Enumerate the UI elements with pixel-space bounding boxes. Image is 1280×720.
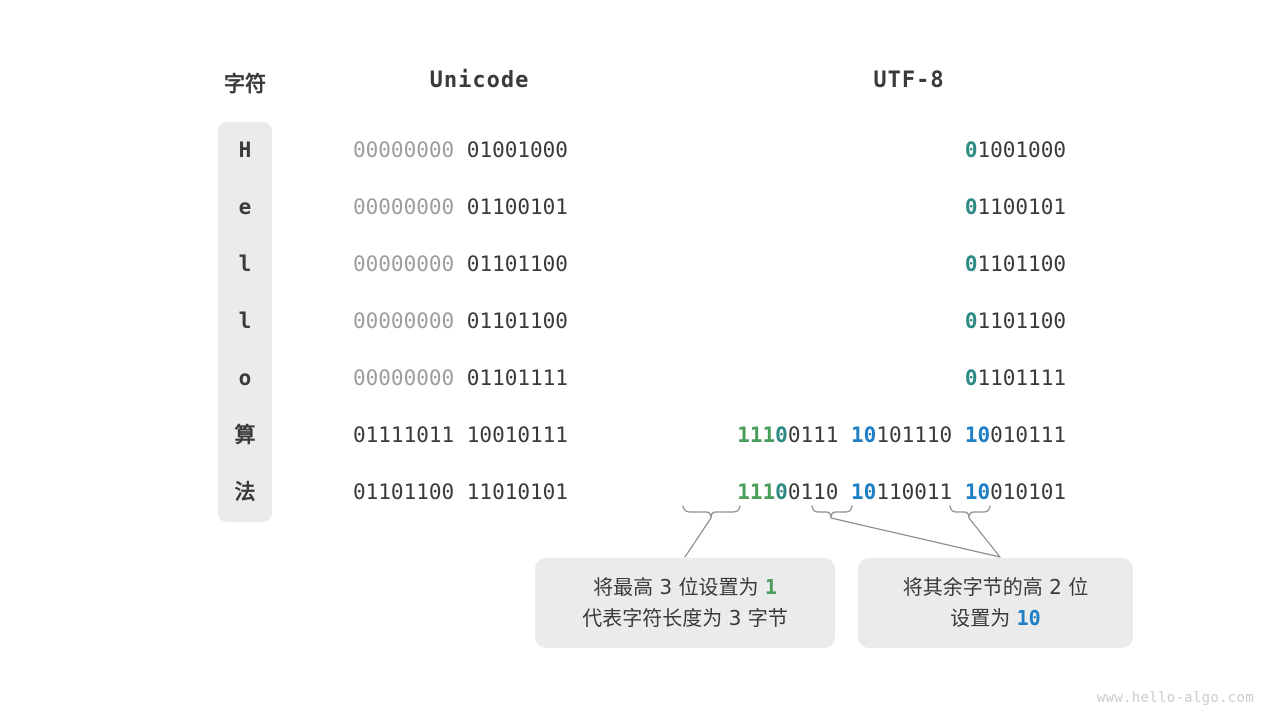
utf8-bits-cell: 01101111	[965, 350, 1066, 407]
character-cell: e	[238, 195, 252, 219]
bit-group-dark: 010101	[990, 480, 1066, 504]
character-cell: l	[238, 252, 252, 276]
bit-group-dark: 01101111	[466, 366, 568, 390]
bit-group-teal: 0	[775, 423, 788, 447]
bit-group-dark: 1101100	[977, 252, 1066, 276]
bit-group-teal: 0	[964, 138, 978, 162]
character-cell: 法	[234, 480, 256, 504]
unicode-bits-cell: 00000000 01001000	[353, 122, 568, 179]
callout-text-plain: 代表字符长度为 3 字节	[582, 606, 788, 630]
bit-group-dim: 00000000	[353, 309, 467, 333]
bit-group-dark: 0110	[787, 480, 852, 504]
utf8-bits-cell: 11100111 10101110 10010111	[737, 407, 1066, 464]
leader-line-1	[684, 517, 712, 558]
column-header-unicode: Unicode	[429, 68, 530, 93]
callout-text-plain: 设置为	[950, 606, 1017, 630]
bit-group-blue: 10	[851, 423, 877, 447]
character-cell: o	[238, 366, 252, 390]
brace-leading-bits	[682, 505, 741, 519]
bit-group-blue: 10	[964, 423, 991, 447]
character-column-panel	[218, 122, 272, 522]
callout-line: 设置为 10	[950, 603, 1040, 634]
bit-group-dark: 01111011 10010111	[353, 423, 568, 447]
bit-group-dark: 1101111	[977, 366, 1066, 390]
callout-line: 代表字符长度为 3 字节	[582, 603, 787, 634]
unicode-bits-cell: 00000000 01101100	[353, 236, 568, 293]
bit-group-dark: 01100101	[466, 195, 568, 219]
bit-group-dark: 01101100	[466, 309, 568, 333]
callout-text-plain: 将其余字节的高 2 位	[902, 575, 1089, 599]
bit-group-dark: 110011	[876, 480, 965, 504]
bit-group-dark: 1101100	[977, 309, 1066, 333]
unicode-bits-cell: 00000000 01101100	[353, 293, 568, 350]
bit-group-dark: 1100101	[977, 195, 1066, 219]
bit-group-teal: 0	[964, 309, 978, 333]
bit-group-teal: 0	[964, 366, 978, 390]
column-header-utf8: UTF-8	[873, 68, 945, 93]
bit-group-dim: 00000000	[353, 366, 467, 390]
callout-text-plain: 将最高 3 位设置为	[593, 575, 765, 599]
unicode-bits-cell: 01111011 10010111	[353, 407, 568, 464]
callout-text-green: 1	[764, 575, 777, 599]
bit-group-dim: 00000000	[353, 138, 467, 162]
leader-line-3	[968, 517, 1001, 558]
bit-group-teal: 0	[775, 480, 788, 504]
utf8-bits-cell: 01101100	[965, 293, 1066, 350]
bit-group-dark: 01101100	[466, 252, 568, 276]
bit-group-dark: 01001000	[466, 138, 568, 162]
column-header-character: 字符	[224, 72, 266, 96]
character-cell: l	[238, 309, 252, 333]
bit-group-dark: 1001000	[977, 138, 1066, 162]
character-cell: 算	[234, 423, 256, 447]
utf8-bits-cell: 01101100	[965, 236, 1066, 293]
watermark: www.hello-algo.com	[1096, 690, 1254, 706]
bit-group-blue: 10	[964, 480, 991, 504]
utf8-bits-cell: 01100101	[965, 179, 1066, 236]
bit-group-teal: 0	[964, 195, 978, 219]
bit-group-dark: 0111	[787, 423, 852, 447]
unicode-bits-cell: 00000000 01101111	[353, 350, 568, 407]
unicode-bits-cell: 00000000 01100101	[353, 179, 568, 236]
bit-group-green: 111	[737, 423, 776, 447]
bit-group-green: 111	[737, 480, 776, 504]
bit-group-dark: 010111	[990, 423, 1066, 447]
bit-group-dark: 01101100 11010101	[353, 480, 568, 504]
utf8-bits-cell: 11100110 10110011 10010101	[737, 464, 1066, 521]
utf8-bits-cell: 01001000	[965, 122, 1066, 179]
bit-group-dark: 101110	[876, 423, 965, 447]
bit-group-blue: 10	[851, 480, 877, 504]
bit-group-dim: 00000000	[353, 195, 467, 219]
character-cell: H	[238, 138, 252, 162]
callout-line: 将最高 3 位设置为 1	[593, 572, 777, 603]
callout-line: 将其余字节的高 2 位	[903, 572, 1088, 603]
bit-group-dim: 00000000	[353, 252, 467, 276]
callout-leading-bits: 将最高 3 位设置为 1 代表字符长度为 3 字节	[535, 558, 835, 648]
bit-group-teal: 0	[964, 252, 978, 276]
unicode-bits-cell: 01101100 11010101	[353, 464, 568, 521]
leader-line-2	[830, 517, 1001, 558]
callout-text-blue: 10	[1016, 606, 1041, 630]
callout-continuation-bits: 将其余字节的高 2 位设置为 10	[858, 558, 1133, 648]
